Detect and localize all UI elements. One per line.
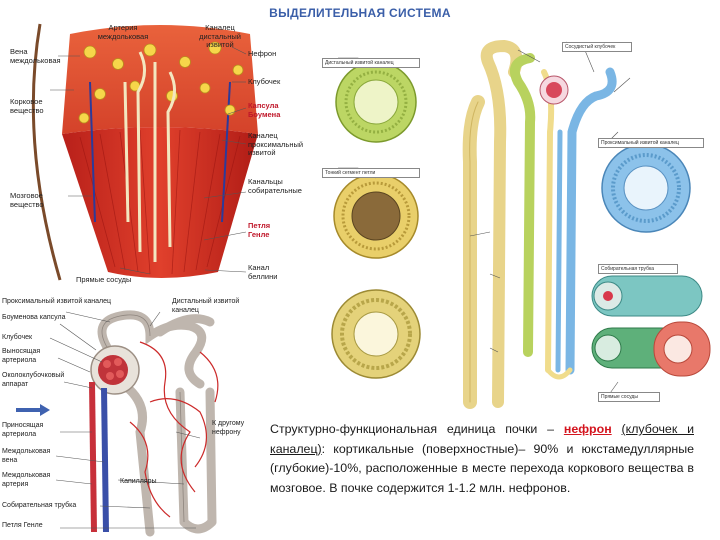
label-mozgovoe: Мозговое вещество bbox=[10, 191, 44, 209]
detail-label-next: К другому нефрону bbox=[212, 420, 245, 436]
slide-title: ВЫДЕЛИТЕЛЬНАЯ СИСТЕМА bbox=[269, 6, 451, 20]
box-prox-head: Проксимальный извитой каналец bbox=[598, 138, 704, 148]
label-kanalets-distal: Каналец дистальный извитой bbox=[199, 23, 241, 49]
label-sobiratelnye: Канальцы собирательные bbox=[248, 177, 302, 195]
kidney-section-illustration bbox=[31, 23, 258, 281]
label-bellini: Канал беллини bbox=[248, 263, 278, 281]
nephron-term: нефрон bbox=[563, 422, 612, 436]
distal-cross-section bbox=[335, 61, 417, 143]
label-prox: Каналец проксимальный извитой bbox=[248, 131, 304, 157]
detail-label-afferent: Приносящая артериола bbox=[2, 422, 44, 438]
label-korkovoe: Корковое вещество bbox=[10, 97, 44, 115]
thin-cross-section bbox=[333, 173, 419, 259]
box-thin-head: Тонкий сегмент петли bbox=[322, 168, 420, 178]
tubule-figure-panel: Дистальный извитой каналец Тонкий сегмен… bbox=[318, 22, 718, 414]
nephron-detail-illustration bbox=[16, 310, 219, 537]
detail-label-capillaries: Капилляры bbox=[120, 478, 157, 485]
label-kapsula: Капсула Боумена bbox=[248, 101, 281, 119]
blue-cross-section bbox=[601, 143, 691, 233]
detail-label-jga: Околоклубочковый аппарат bbox=[2, 372, 65, 388]
prox-lower-cross-section bbox=[331, 289, 421, 379]
detail-label-efferent: Выносящая артериола bbox=[2, 348, 41, 364]
label-pryamye: Прямые сосуды bbox=[76, 275, 132, 284]
label-klubochek: Клубочек bbox=[248, 77, 281, 86]
detail-label-glomerulus: Клубочек bbox=[2, 334, 33, 341]
detail-label-prox: Проксимальный извитой каналец bbox=[2, 298, 112, 305]
detail-label-artery: Междольковая артерия bbox=[2, 472, 51, 488]
box-distal-head: Дистальный извитой каналец bbox=[322, 58, 420, 68]
label-nefron: Нефрон bbox=[248, 49, 277, 58]
kidney-section-panel: Артерия междольковая Каналец дистальный … bbox=[0, 22, 312, 290]
detail-label-capsule: Боуменова капсула bbox=[2, 314, 66, 321]
description-part3: : кортикальные (поверхностные)– 90% и юк… bbox=[270, 441, 694, 495]
label-petlya: Петля Генле bbox=[248, 221, 271, 239]
detail-label-collecting: Собирательная трубка bbox=[2, 502, 77, 509]
tubule-figure-illustration bbox=[331, 39, 711, 409]
label-vena: Вена междольковая bbox=[10, 47, 61, 65]
nephron-description: Структурно-функциональная единица почки … bbox=[270, 420, 694, 498]
label-arteria: Артерия междольковая bbox=[97, 23, 149, 41]
description-part1: Структурно-функциональная единица почки … bbox=[270, 422, 564, 436]
box-cd-head: Собирательная трубка bbox=[598, 264, 678, 274]
box-vessels: Прямые сосуды bbox=[598, 392, 660, 402]
box-glom-head: Сосудистый клубочек bbox=[562, 42, 632, 52]
collecting-duct-sections bbox=[591, 275, 711, 377]
detail-label-distal: Дистальный извитой каналец bbox=[172, 298, 240, 314]
description-part2: (клубочек и каналец) bbox=[270, 422, 694, 456]
detail-label-loop: Петля Генле bbox=[2, 522, 43, 529]
detail-label-vein: Междольковая вена bbox=[2, 448, 51, 464]
nephron-detail-panel: Проксимальный извитой каналец Дистальный… bbox=[0, 292, 262, 538]
